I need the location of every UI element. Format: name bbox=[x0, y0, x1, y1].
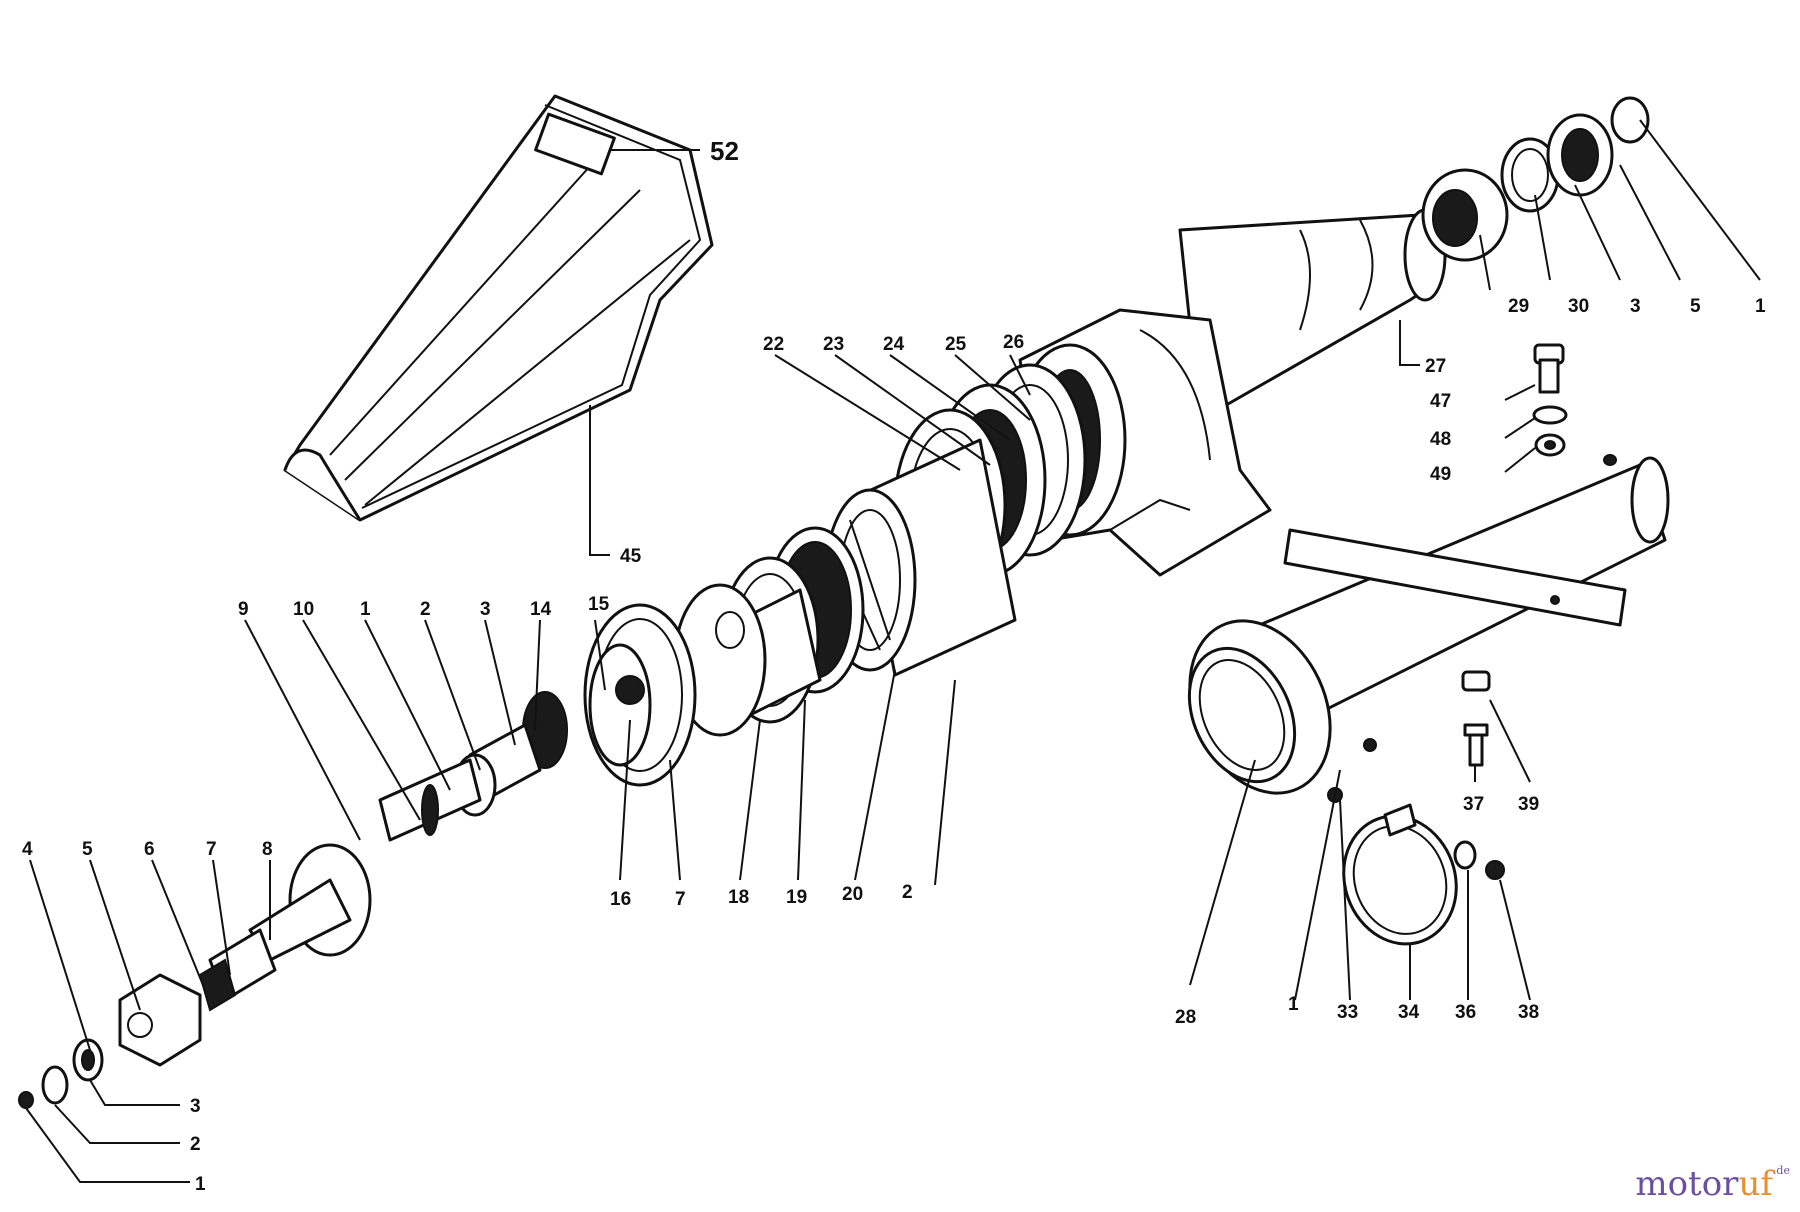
label-14: 14 bbox=[530, 599, 552, 620]
label-29: 29 bbox=[1508, 296, 1529, 317]
label-39: 39 bbox=[1518, 794, 1539, 815]
bolt-washers bbox=[1532, 343, 1568, 457]
label-1-right: 1 bbox=[1288, 994, 1299, 1015]
cage-ring bbox=[583, 603, 697, 787]
label-33: 33 bbox=[1337, 1002, 1358, 1023]
label-19: 19 bbox=[786, 887, 807, 908]
label-15: 15 bbox=[588, 594, 610, 615]
label-27: 27 bbox=[1425, 356, 1446, 377]
label-23: 23 bbox=[823, 334, 844, 355]
label-34: 34 bbox=[1398, 1002, 1420, 1023]
label-38: 38 bbox=[1518, 1002, 1539, 1023]
label-1-bottom: 1 bbox=[195, 1174, 206, 1195]
logo-text-b: uf bbox=[1738, 1164, 1773, 1204]
label-2-mid: 2 bbox=[420, 599, 431, 620]
label-3-mid: 3 bbox=[480, 599, 491, 620]
label-26: 26 bbox=[1003, 332, 1024, 353]
logo-text-a: motor bbox=[1635, 1164, 1739, 1204]
label-4: 4 bbox=[22, 839, 33, 860]
brand-logo[interactable]: motoruf.de bbox=[1635, 1164, 1790, 1204]
label-20: 20 bbox=[842, 884, 863, 905]
label-5-left: 5 bbox=[82, 839, 93, 860]
label-1-top: 1 bbox=[1755, 296, 1766, 317]
label-24: 24 bbox=[883, 334, 905, 355]
label-48: 48 bbox=[1430, 429, 1451, 450]
label-22: 22 bbox=[763, 334, 784, 355]
label-2-bottom: 2 bbox=[190, 1134, 201, 1155]
label-37: 37 bbox=[1463, 794, 1484, 815]
label-25: 25 bbox=[945, 334, 967, 355]
label-16: 16 bbox=[610, 889, 631, 910]
label-7-left: 7 bbox=[206, 839, 217, 860]
bell-housing bbox=[18, 843, 372, 1109]
label-45: 45 bbox=[620, 546, 642, 567]
label-28: 28 bbox=[1175, 1007, 1196, 1028]
label-2-drum: 2 bbox=[902, 882, 913, 903]
label-3-top: 3 bbox=[1630, 296, 1641, 317]
label-7-mid: 7 bbox=[675, 889, 686, 910]
label-36: 36 bbox=[1455, 1002, 1476, 1023]
label-5-top: 5 bbox=[1690, 296, 1701, 317]
label-9: 9 bbox=[238, 599, 249, 620]
gear-shaft bbox=[378, 691, 568, 842]
leader-lines bbox=[25, 119, 1761, 1183]
label-18: 18 bbox=[728, 887, 749, 908]
label-6: 6 bbox=[144, 839, 155, 860]
label-plate bbox=[534, 112, 616, 176]
label-47: 47 bbox=[1430, 391, 1451, 412]
callout-labels: 52 29 30 3 5 1 27 22 23 24 25 26 47 48 4… bbox=[22, 136, 1766, 1195]
label-30: 30 bbox=[1568, 296, 1589, 317]
label-3-bottom: 3 bbox=[190, 1096, 201, 1117]
label-49: 49 bbox=[1430, 464, 1451, 485]
ring-set bbox=[673, 526, 865, 737]
label-10: 10 bbox=[293, 599, 314, 620]
tube-assembly bbox=[1187, 454, 1670, 795]
guard-cover bbox=[283, 94, 714, 522]
label-52: 52 bbox=[710, 136, 739, 166]
clamp-parts bbox=[1327, 670, 1505, 946]
label-8: 8 bbox=[262, 839, 273, 860]
end-cap-parts bbox=[1421, 96, 1650, 262]
label-1-mid: 1 bbox=[360, 599, 371, 620]
logo-tld: .de bbox=[1772, 1164, 1790, 1177]
